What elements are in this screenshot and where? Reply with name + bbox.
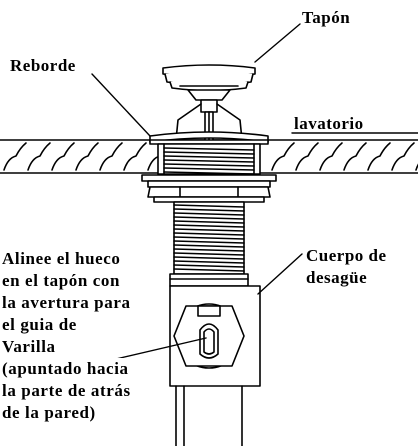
thread-line (163, 155, 255, 159)
leader-flange (91, 73, 151, 137)
label-stopper: Tapón (302, 8, 351, 27)
instruction-line: la parte de atrás (2, 380, 134, 402)
drain-body (169, 273, 261, 446)
instruction-line: de la pared) (2, 402, 99, 424)
label-flange: Reborde (10, 56, 76, 75)
hatch-stroke (75, 142, 99, 171)
thread-line (173, 236, 245, 240)
thread-line (163, 163, 255, 167)
hatch-stroke (3, 142, 27, 171)
hatch-stroke (319, 142, 343, 171)
thread-line (163, 159, 255, 163)
thread-line (163, 167, 255, 171)
thread-line (163, 171, 255, 175)
instruction-line: Varilla (2, 336, 59, 358)
thread-line (173, 204, 245, 208)
hatch-stroke (51, 142, 75, 171)
hatch-stroke (367, 142, 391, 171)
hatch-stroke (271, 142, 295, 171)
thread-line (163, 151, 255, 155)
threaded-tailpiece (173, 201, 245, 275)
lock-nut (141, 174, 277, 203)
basin-hatch-right (271, 142, 418, 171)
stopper (162, 64, 256, 145)
hatch-stroke (391, 142, 415, 171)
thread-line (173, 208, 245, 212)
thread-line (163, 147, 255, 151)
thread-line (173, 256, 245, 260)
hatch-stroke (123, 142, 147, 171)
thread-line (173, 240, 245, 244)
instruction-line: en el tapón con (2, 270, 124, 292)
thread-line (173, 244, 245, 248)
hatch-stroke (295, 142, 319, 171)
thread-line (173, 228, 245, 232)
thread-line (173, 224, 245, 228)
upper-threads (163, 147, 255, 175)
instruction-line: la avertura para (2, 292, 134, 314)
thread-line (173, 232, 245, 236)
thread-line (173, 260, 245, 264)
leader-drain-body (257, 253, 303, 295)
hatch-stroke (99, 142, 123, 171)
thread-line (173, 268, 245, 272)
label-drain-body-line1: Cuerpo de (306, 246, 387, 265)
label-basin: lavatorio (294, 114, 364, 133)
thread-line (173, 220, 245, 224)
label-drain-body-line2: desagüe (306, 268, 368, 287)
thread-line (173, 248, 245, 252)
instruction-line: (apuntado hacia (2, 358, 132, 380)
instruction-line: Alinee el hueco (2, 248, 124, 270)
hatch-stroke (343, 142, 367, 171)
basin-slab (0, 139, 418, 174)
thread-line (173, 252, 245, 256)
thread-line (173, 216, 245, 220)
leader-stopper (254, 23, 301, 63)
instruction-line: el guia de (2, 314, 80, 336)
thread-line (173, 212, 245, 216)
hatch-stroke (27, 142, 51, 171)
basin-hatch-left (3, 142, 171, 171)
thread-line (173, 264, 245, 268)
